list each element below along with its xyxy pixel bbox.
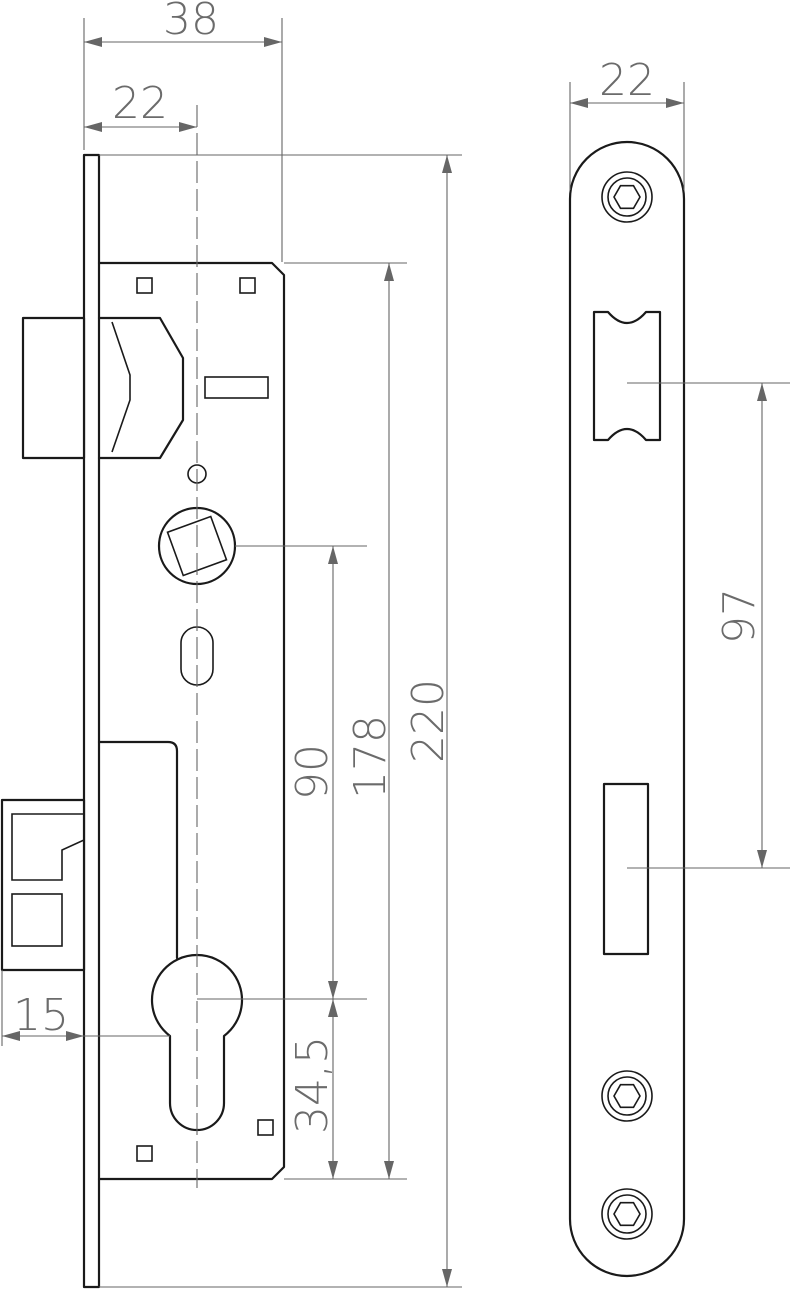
top-screw bbox=[601, 171, 653, 223]
case-hole-bottom-left bbox=[136, 1145, 153, 1162]
lock-case bbox=[97, 261, 286, 1181]
middle-screw bbox=[601, 1070, 653, 1122]
case-slot bbox=[204, 376, 269, 399]
cylinder-cutout bbox=[150, 953, 244, 1132]
faceplate bbox=[82, 153, 101, 1289]
case-hole-top-left bbox=[136, 277, 153, 294]
case-hole-bottom-right bbox=[257, 1119, 274, 1136]
latch-bolt bbox=[21, 316, 185, 460]
dimension-label-34-5: 34,5 bbox=[287, 1036, 338, 1134]
dimension-15: 15 bbox=[1, 970, 170, 1046]
dimension-38: 38 bbox=[83, 0, 283, 262]
dimension-label-220: 220 bbox=[403, 679, 454, 763]
deadbolt-body bbox=[97, 740, 179, 960]
dimension-34-5: 34,5 bbox=[287, 999, 338, 1179]
dimension-22-strike: 22 bbox=[569, 55, 685, 190]
strike-plate-view: 22 97 bbox=[568, 55, 790, 1278]
latch-opening bbox=[592, 310, 662, 442]
dimension-label-22-strike: 22 bbox=[599, 55, 655, 106]
dimension-label-38: 38 bbox=[163, 0, 219, 45]
case-hole-top-right bbox=[239, 277, 256, 294]
deadbolt-opening bbox=[602, 782, 650, 956]
dimension-97: 97 bbox=[627, 382, 790, 869]
dimension-220: 220 bbox=[99, 154, 462, 1288]
dimension-label-90: 90 bbox=[287, 744, 338, 800]
deadbolt bbox=[0, 798, 86, 972]
dimension-label-15: 15 bbox=[13, 990, 69, 1041]
dimension-90: 90 bbox=[197, 545, 367, 1000]
dimension-22-backset: 22 bbox=[84, 78, 197, 132]
dimension-178: 178 bbox=[284, 262, 407, 1180]
dimension-label-22-backset: 22 bbox=[112, 78, 168, 129]
lock-body-view: 38 22 220 178 bbox=[0, 0, 462, 1289]
strike-plate bbox=[568, 140, 686, 1278]
dimension-label-97: 97 bbox=[714, 588, 765, 644]
dimension-label-178: 178 bbox=[345, 715, 396, 799]
bottom-screw bbox=[601, 1188, 653, 1240]
